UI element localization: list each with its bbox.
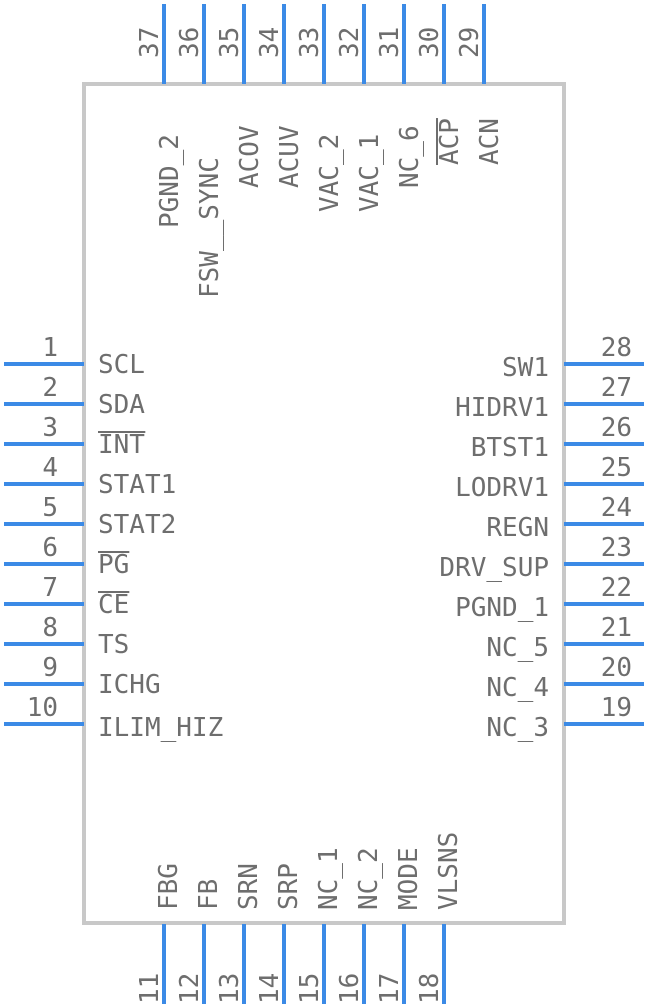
- pin-number-7: 7: [42, 573, 58, 603]
- pin-number-8: 8: [42, 613, 58, 643]
- pin-label-pg: PG: [98, 550, 129, 580]
- pin-number-3: 3: [42, 413, 58, 443]
- pin-number-14: 14: [255, 973, 285, 1004]
- pin-label-sda: SDA: [98, 390, 145, 420]
- pin-number-10: 10: [27, 693, 58, 723]
- pin-number-22: 22: [601, 573, 632, 603]
- pin-label-nc-4: NC_4: [486, 673, 549, 703]
- pin-label-acn: ACN: [475, 118, 505, 165]
- pin-number-29: 29: [455, 27, 485, 58]
- pin-label-regn: REGN: [486, 513, 549, 543]
- pin-number-35: 35: [215, 27, 245, 58]
- pin-number-12: 12: [175, 973, 205, 1004]
- pin-label-nc-6: NC_6: [395, 125, 425, 188]
- pin-number-4: 4: [42, 453, 58, 483]
- pin-label-acuv: ACUV: [275, 125, 305, 188]
- pin-label-lodrv1: LODRV1: [455, 473, 549, 503]
- pin-label-nc-1: NC_1: [314, 847, 344, 910]
- pin-number-9: 9: [42, 653, 58, 683]
- pin-label-fsw-sync: FSW__SYNC: [195, 157, 225, 298]
- pin-label-fb: FB: [194, 879, 224, 910]
- pin-label-vlsns: VLSNS: [434, 832, 464, 910]
- pin-label-sw1: SW1: [502, 353, 549, 383]
- pin-label-int: INT: [98, 430, 145, 460]
- pin-number-18: 18: [415, 973, 445, 1004]
- pin-number-30: 30: [415, 27, 445, 58]
- pin-number-2: 2: [42, 373, 58, 403]
- pin-label-ilim-hiz: ILIM_HIZ: [98, 713, 223, 743]
- pin-label-acov: ACOV: [235, 125, 265, 188]
- pin-number-19: 19: [601, 693, 632, 723]
- pin-number-33: 33: [295, 27, 325, 58]
- pin-label-stat2: STAT2: [98, 510, 176, 540]
- pin-number-36: 36: [175, 27, 205, 58]
- pin-label-nc-2: NC_2: [354, 847, 384, 910]
- pin-label-srn: SRN: [234, 863, 264, 910]
- pin-label-ichg: ICHG: [98, 670, 161, 700]
- pin-number-25: 25: [601, 453, 632, 483]
- pin-number-5: 5: [42, 493, 58, 523]
- pin-label-acp: ACP: [435, 118, 465, 165]
- pin-label-drv-sup: DRV_SUP: [439, 553, 549, 583]
- pin-label-nc-3: NC_3: [486, 713, 549, 743]
- pin-number-11: 11: [135, 973, 165, 1004]
- pin-number-15: 15: [295, 973, 325, 1004]
- pin-number-31: 31: [375, 27, 405, 58]
- pin-number-23: 23: [601, 533, 632, 563]
- pin-label-scl: SCL: [98, 350, 145, 380]
- pin-label-ce: CE: [98, 590, 129, 620]
- pin-number-16: 16: [335, 973, 365, 1004]
- pin-label-mode: MODE: [394, 847, 424, 910]
- pin-number-26: 26: [601, 413, 632, 443]
- pin-number-17: 17: [375, 973, 405, 1004]
- pin-number-34: 34: [255, 27, 285, 58]
- pin-number-13: 13: [215, 973, 245, 1004]
- pin-label-srp: SRP: [274, 863, 304, 910]
- pin-label-hidrv1: HIDRV1: [455, 393, 549, 423]
- pin-label-btst1: BTST1: [471, 433, 549, 463]
- pin-number-21: 21: [601, 613, 632, 643]
- pin-number-6: 6: [42, 533, 58, 563]
- pin-label-vac-1: VAC_1: [355, 134, 385, 212]
- pin-number-32: 32: [335, 27, 365, 58]
- pin-label-ts: TS: [98, 630, 129, 660]
- pin-label-pgnd-1: PGND_1: [455, 593, 549, 623]
- pin-label-nc-5: NC_5: [486, 633, 549, 663]
- bottom-pins: 11 FBG 12 FB 13 SRN 14 SRP 15 NC_1 16 NC_2 17 MODE 18 V…: [135, 832, 464, 1004]
- pin-number-20: 20: [601, 653, 632, 683]
- pin-label-pgnd-2: PGND_2: [155, 134, 185, 228]
- pin-number-27: 27: [601, 373, 632, 403]
- pin-number-1: 1: [42, 333, 58, 363]
- pin-number-28: 28: [601, 333, 632, 363]
- pin-label-fbg: FBG: [154, 863, 184, 910]
- pin-label-stat1: STAT1: [98, 470, 176, 500]
- pin-label-vac-2: VAC_2: [315, 134, 345, 212]
- pin-number-37: 37: [135, 27, 165, 58]
- pin-number-24: 24: [601, 493, 632, 523]
